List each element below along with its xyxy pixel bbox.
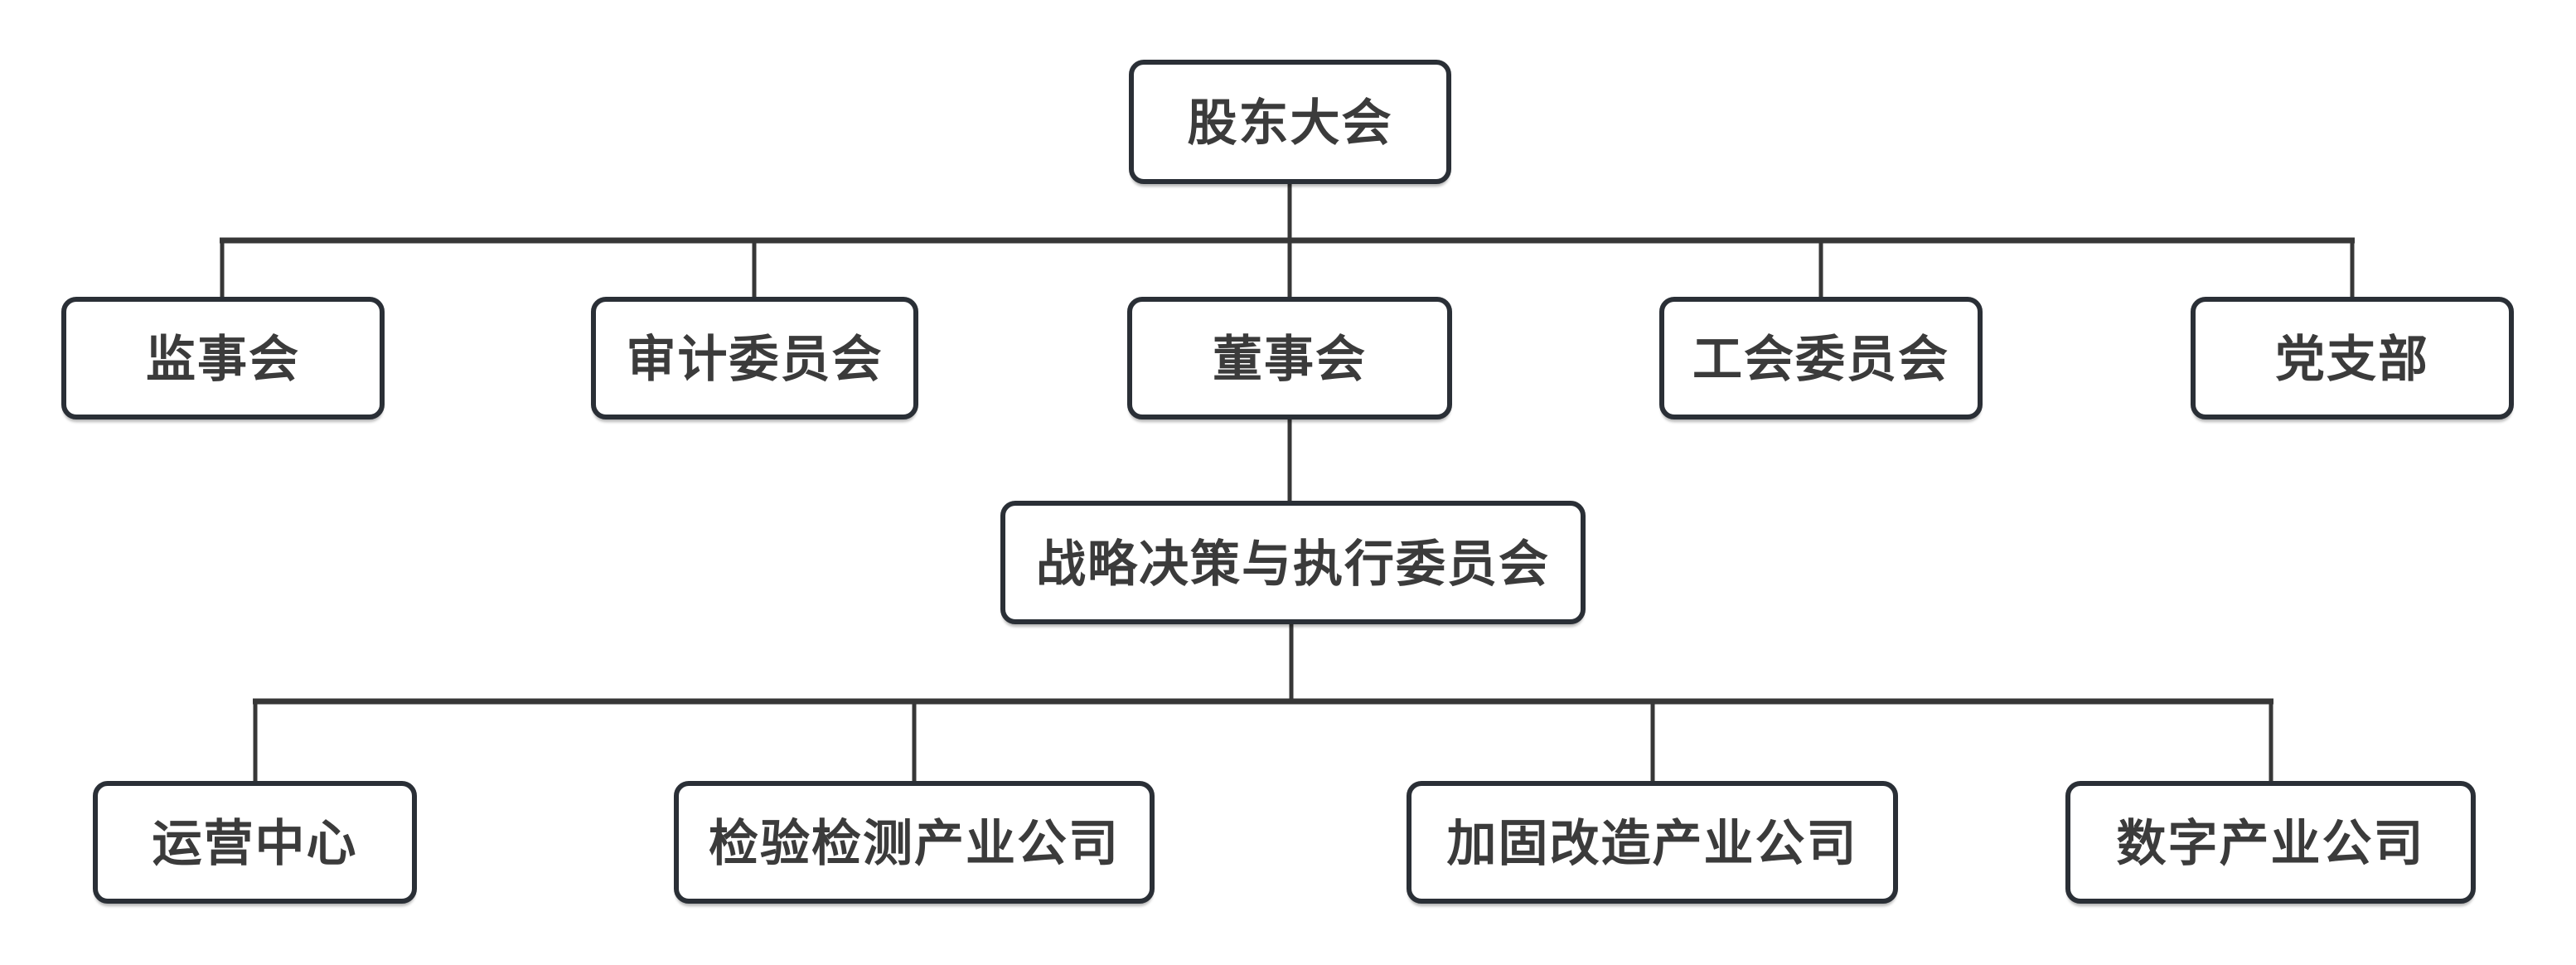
- org-node-label: 审计委员会: [626, 332, 884, 387]
- org-node-label: 检验检测产业公司: [709, 816, 1120, 871]
- org-node-labor-union-committee: 工会委员会: [1659, 297, 1983, 419]
- org-node-label: 数字产业公司: [2116, 816, 2425, 871]
- org-node-supervisory-board: 监事会: [61, 297, 385, 419]
- org-node-shareholders-meeting: 股东大会: [1129, 60, 1451, 184]
- org-node-inspection-testing-company: 检验检测产业公司: [674, 781, 1155, 904]
- org-node-operations-center: 运营中心: [93, 781, 417, 904]
- org-node-label: 加固改造产业公司: [1446, 816, 1858, 871]
- org-node-label: 董事会: [1213, 332, 1367, 387]
- org-node-label: 战略决策与执行委员会: [1036, 536, 1550, 592]
- org-node-board-of-directors: 董事会: [1127, 297, 1452, 419]
- org-node-party-branch: 党支部: [2191, 297, 2514, 419]
- org-node-label: 监事会: [146, 332, 300, 387]
- org-node-digital-industry-company: 数字产业公司: [2065, 781, 2476, 904]
- org-node-audit-committee: 审计委员会: [591, 297, 918, 419]
- org-node-strategy-committee: 战略决策与执行委员会: [1000, 501, 1586, 624]
- org-node-label: 股东大会: [1187, 95, 1393, 151]
- org-node-label: 党支部: [2275, 332, 2429, 387]
- org-node-reinforcement-renovation-company: 加固改造产业公司: [1407, 781, 1898, 904]
- org-node-label: 工会委员会: [1692, 332, 1949, 387]
- org-node-label: 运营中心: [152, 816, 358, 871]
